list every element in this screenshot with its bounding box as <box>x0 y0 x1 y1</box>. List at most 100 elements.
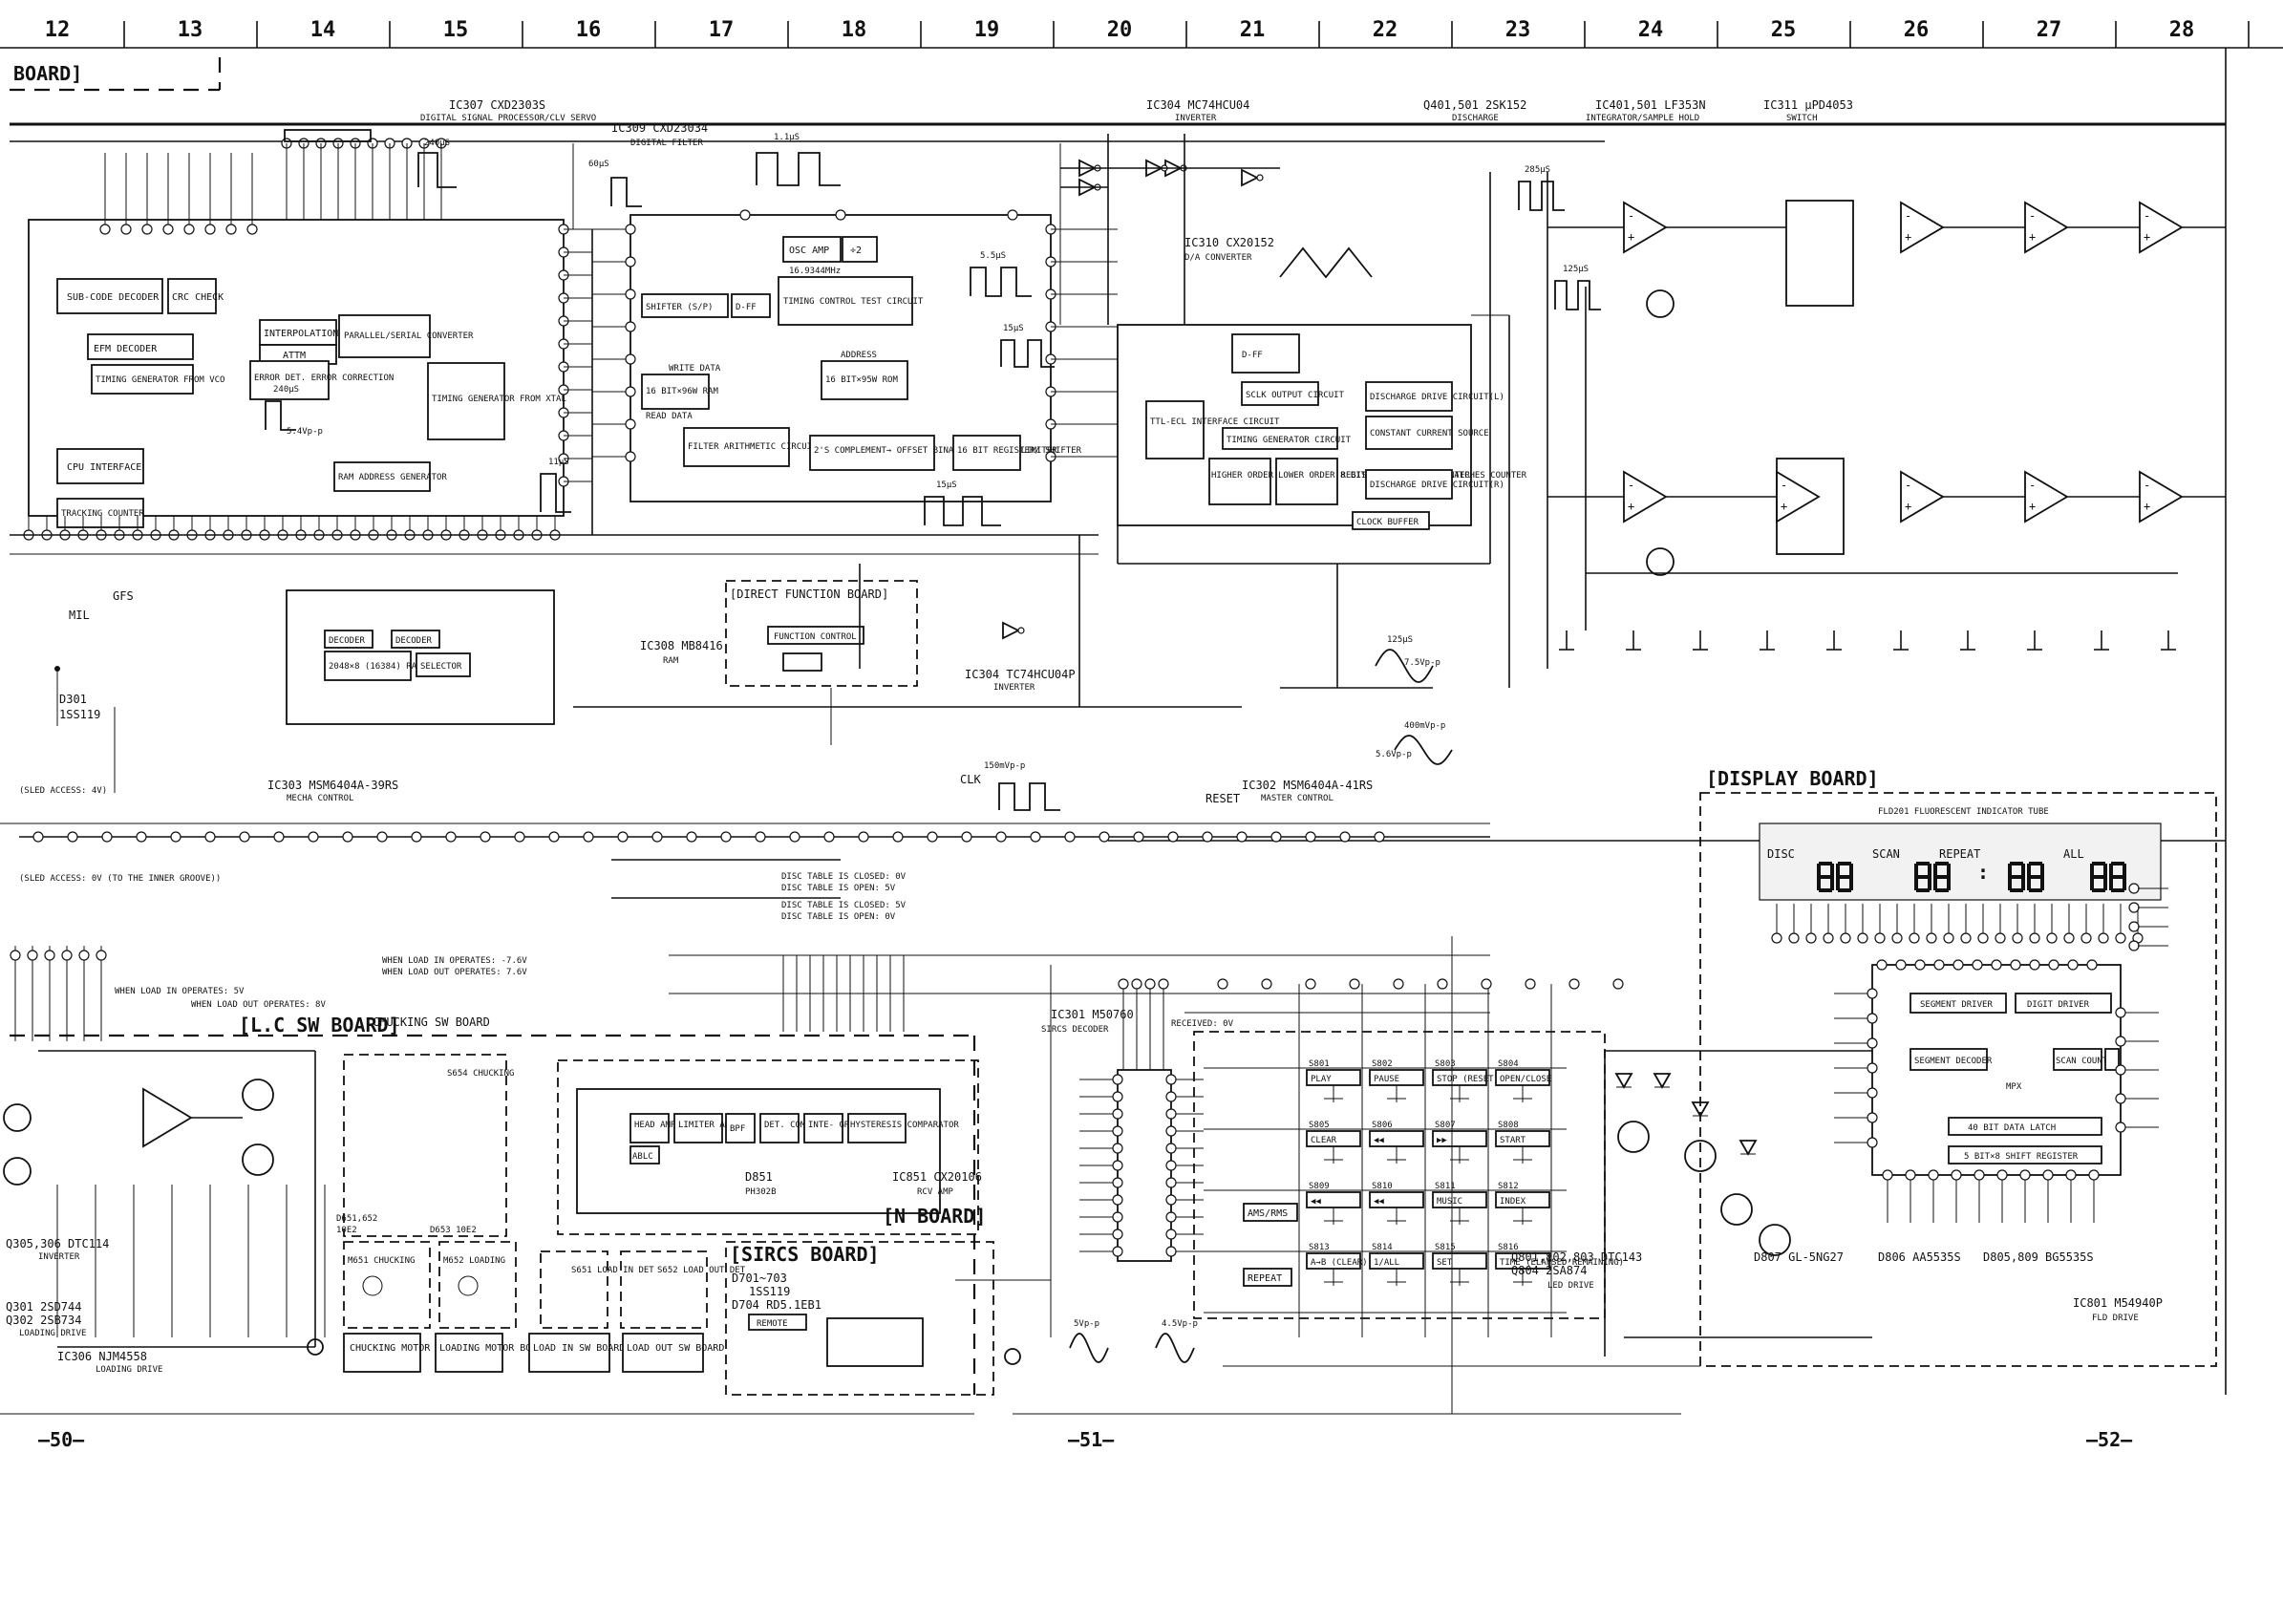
pin-marker <box>162 224 174 235</box>
pin-marker <box>548 831 560 843</box>
reset-label: RESET <box>1206 792 1240 805</box>
pin-marker <box>1112 1160 1123 1171</box>
received-label: RECEIVED: 0V <box>1171 1019 1234 1029</box>
pin-marker <box>1305 978 1316 990</box>
n-board: HEAD AMP LIMITER AMP BPF DET. COMP. INTE… <box>557 1059 986 1235</box>
clk-label: CLK <box>960 773 981 786</box>
sine-wave <box>1394 735 1453 765</box>
pin-marker <box>2067 959 2079 971</box>
pin-marker <box>1771 932 1782 944</box>
switch-label: OPEN/CLOSE <box>1500 1075 1551 1084</box>
q401-transistor <box>1646 289 1675 318</box>
s654-label: S654 CHUCKING <box>447 1069 514 1079</box>
note-disc-closed: DISC TABLE IS CLOSED: 0V <box>781 872 907 882</box>
chucking-motor-title: CHUCKING MOTOR BOARD <box>350 1343 464 1354</box>
waveform-label: 7.5Vp-p <box>1404 658 1440 668</box>
switch-label: TIME (ELAPSED REMAINING) <box>1500 1258 1624 1268</box>
pin-marker <box>1144 978 1156 990</box>
ic311-switch <box>1785 200 1854 307</box>
pin-marker <box>1874 932 1886 944</box>
vfd-repeat: REPEAT <box>1939 847 1980 861</box>
pin-marker <box>1374 831 1385 843</box>
pin-marker <box>1131 978 1142 990</box>
pin-marker <box>1525 978 1536 990</box>
remote-label: REMOTE <box>757 1319 788 1329</box>
switch-ref: S811 <box>1435 1182 1456 1191</box>
switch-label: A→B (CLEAR) <box>1311 1258 1368 1268</box>
switch-label: START <box>1500 1136 1526 1145</box>
pin-marker <box>739 209 751 221</box>
opamp-symbol <box>1900 470 1945 524</box>
pin-marker <box>1165 1143 1177 1154</box>
switch-label: PLAY <box>1311 1075 1332 1084</box>
grid-column-25: 25 <box>1771 18 1797 42</box>
ic310-sublabel: D/A CONVERTER <box>1184 253 1252 263</box>
ic304b-label: IC304 TC74HCU04P <box>965 668 1076 681</box>
grid-column-16: 16 <box>576 18 602 42</box>
pin-marker <box>1393 978 1404 990</box>
led-drive-transistor <box>1617 1121 1650 1153</box>
opamp-plus: + <box>1628 500 1634 513</box>
pin-marker <box>120 224 132 235</box>
grid-column-12: 12 <box>45 18 71 42</box>
block-twos-text: 2'S COMPLEMENT→ OFFSET BINARY, OVERFLOW … <box>814 446 1057 456</box>
page-number-52: —52— <box>2086 1428 2133 1451</box>
waveform-label: 285μS <box>1525 165 1550 175</box>
pin-marker <box>239 831 250 843</box>
waveforms: 240μS60μS1.1μS5.5μS240μS11μS15μS15μS285μ… <box>265 133 1601 1363</box>
pin-marker <box>835 209 846 221</box>
pin-marker <box>1165 1160 1177 1171</box>
note-disc-closed2: DISC TABLE IS CLOSED: 5V <box>781 901 907 910</box>
block-dff-text: D-FF <box>736 303 757 312</box>
inverter-gate <box>1241 168 1260 187</box>
pin-marker <box>2098 932 2109 944</box>
switch-label: STOP (RESET) <box>1437 1075 1499 1084</box>
opamp-minus: - <box>2144 479 2150 492</box>
block-selector-text: SELECTOR <box>420 662 462 672</box>
block-timing-text: TIMING CONTROL TEST CIRCUIT <box>783 297 924 307</box>
note-load-in: WHEN LOAD IN OPERATES: 5V <box>115 987 245 996</box>
switch-label: INDEX <box>1500 1197 1526 1207</box>
pin-marker <box>514 831 525 843</box>
page-number-50: —50— <box>38 1428 85 1451</box>
ic310-dac: IC310 CX20152 D/A CONVERTER TTL-ECL INTE… <box>1117 236 1527 530</box>
ic306-opamp <box>142 1087 193 1148</box>
block-higher-text: HIGHER ORDER 8 BIT SHIFT REGISTER LATCHE… <box>1211 471 1471 481</box>
vfd-colon: : <box>1977 861 1989 884</box>
inverter-bubble <box>1017 627 1025 634</box>
block-digdrv-text: DIGIT DRIVER <box>2027 1000 2090 1010</box>
direct-function-board: [DIRECT FUNCTION BOARD] FUNCTION CONTROL… <box>725 580 1076 693</box>
pin-marker <box>1165 1211 1177 1223</box>
pin-marker <box>1112 1074 1123 1085</box>
opamp-plus: + <box>1781 500 1787 513</box>
pin-marker <box>2088 1169 2100 1181</box>
led-drive-transistor <box>1759 1224 1791 1256</box>
switch-ref: S802 <box>1372 1059 1393 1069</box>
led-drive-transistor <box>1684 1140 1717 1172</box>
block-mpx-text: MPX <box>2006 1082 2022 1092</box>
waveform-label: 125μS <box>1563 265 1589 274</box>
opamp-plus: + <box>1905 230 1911 244</box>
pin-marker <box>2128 902 2140 913</box>
chucking-sw-title: CHUCKING SW BOARD <box>373 1015 490 1029</box>
q301-transistor <box>242 1079 274 1111</box>
ic851-label: IC851 CX20106 <box>892 1170 982 1184</box>
ic311-sublabel: SWITCH <box>1786 114 1818 123</box>
pin-marker <box>1030 831 1041 843</box>
pin-marker <box>1926 932 1937 944</box>
pin-marker <box>720 831 732 843</box>
switch-ref: S806 <box>1372 1121 1393 1130</box>
waveform-label: 240μS <box>424 139 450 148</box>
key-repeat: REPEAT <box>1248 1273 1282 1284</box>
pin-marker <box>1857 932 1868 944</box>
ic309-filter: IC309 CXD23034 DIGITAL FILTER OSC AMP ÷2… <box>592 121 1118 502</box>
lcsw-title: [L.C SW BOARD] <box>239 1014 400 1036</box>
pin-marker <box>625 386 636 397</box>
opamp-plus: + <box>1628 230 1634 244</box>
square-wave <box>417 152 457 188</box>
led-diode <box>1653 1073 1672 1089</box>
pin-marker <box>1165 1246 1177 1257</box>
block-decoder1-text: DECODER <box>329 636 366 646</box>
pin-marker <box>617 831 629 843</box>
